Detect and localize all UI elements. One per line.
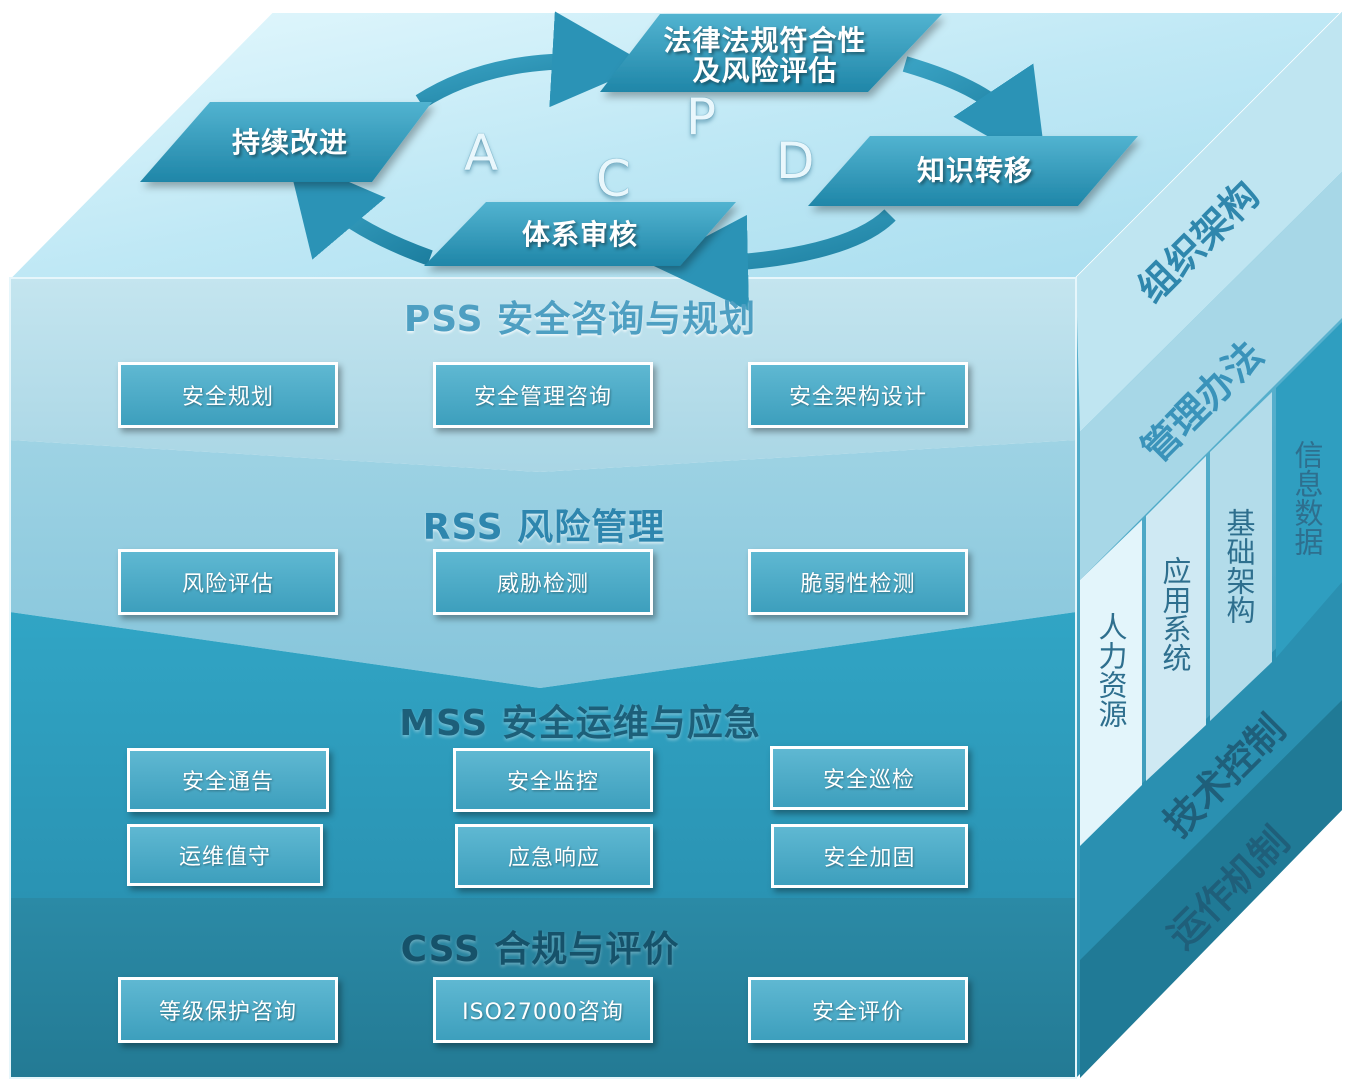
layer-pss-title: PSS 安全咨询与规划 (403, 299, 757, 340)
band-mgmt (1080, 172, 1342, 580)
plan-box (600, 14, 942, 92)
act-box-label: 持续改进 (231, 126, 348, 159)
plan-box-line-1: 法律法规符合性 (663, 24, 867, 57)
tile-security-evaluation: 安全评价 (748, 977, 968, 1043)
tile-security-mgmt-consulting: 安全管理咨询 (433, 362, 653, 428)
tile-security-planning: 安全规划 (118, 362, 338, 428)
layer-rss-title: RSS 风险管理 (422, 507, 666, 548)
do-box (808, 136, 1138, 206)
tile-security-hardening: 安全加固 (771, 824, 968, 888)
band-tech (1080, 582, 1342, 960)
column-data-label: 信息数据 (1290, 440, 1324, 556)
cycle-arrow-act-plan (415, 11, 648, 109)
column-app (1146, 456, 1206, 781)
column-infra (1210, 392, 1272, 721)
layer-mss-title: MSS 安全运维与应急 (399, 703, 761, 744)
band-org (1076, 12, 1342, 432)
band-ops (1080, 700, 1342, 1078)
cycle-arrow-plan-do (902, 56, 1047, 170)
tile-security-bulletin: 安全通告 (127, 748, 329, 812)
tile-risk-assessment: 风险评估 (118, 549, 338, 615)
tile-vulnerability-detection: 脆弱性检测 (748, 549, 968, 615)
column-app-label: 应用系统 (1158, 556, 1192, 672)
tile-threat-detection: 威胁检测 (433, 549, 653, 615)
column-data (1276, 322, 1342, 658)
tile-security-inspection: 安全巡检 (770, 746, 968, 810)
letter-a: A (464, 124, 499, 182)
letter-c: C (596, 150, 631, 208)
letter-d: D (776, 132, 815, 190)
plan-box-label: 法律法规符合性 及风险评估 (640, 24, 890, 88)
tile-security-architecture: 安全架构设计 (748, 362, 968, 428)
layer-css-title: CSS 合规与评价 (400, 929, 680, 970)
check-box (424, 202, 736, 266)
tile-ops-duty: 运维值守 (127, 824, 323, 886)
check-box-label: 体系审核 (521, 218, 638, 251)
tile-security-monitoring: 安全监控 (453, 748, 653, 812)
letter-p: P (686, 88, 717, 146)
tile-emergency-response: 应急响应 (455, 824, 653, 888)
column-hr-label: 人力资源 (1094, 612, 1128, 728)
act-box (140, 102, 432, 182)
tile-iso27000: ISO27000咨询 (433, 977, 653, 1043)
plan-box-line-2: 及风险评估 (692, 54, 838, 88)
cycle-arrow-do-check (652, 209, 896, 311)
column-infra-label: 基础架构 (1222, 508, 1256, 624)
do-box-label: 知识转移 (916, 154, 1033, 187)
column-hr (1080, 520, 1142, 846)
tile-grade-protection: 等级保护咨询 (118, 977, 338, 1043)
cycle-arrow-check-act (286, 155, 433, 266)
